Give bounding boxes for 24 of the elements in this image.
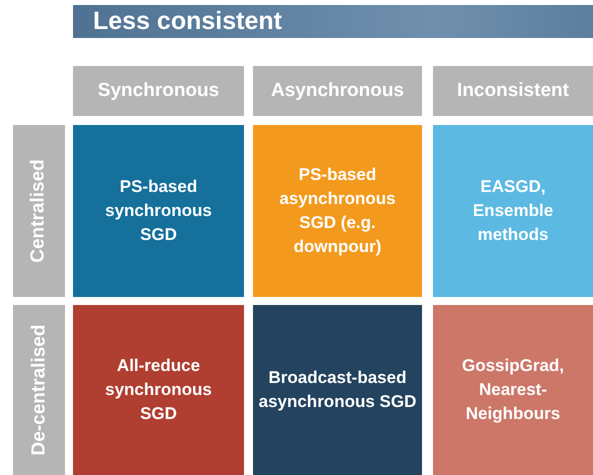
column-label: Asynchronous [270,80,404,102]
cell-label: EASGD, Ensemble methods [472,176,554,246]
banner [73,5,593,38]
column-header [253,66,422,116]
row-header [13,305,65,475]
matrix-cell [253,125,422,297]
cell-label: Broadcast-based asynchronous SGD [258,367,418,413]
cell-label: PS-based asynchronous SGD (e.g. downpour) [278,164,397,258]
cell-label: PS-based synchronous SGD [104,176,213,246]
matrix-cell [433,125,593,297]
column-header [73,66,244,116]
matrix-cell [73,305,244,475]
cell-label: GossipGrad, Nearest-Neighbours [460,355,566,425]
matrix-cell [253,305,422,475]
row-label: De-centralised [28,324,50,456]
row-header [13,125,65,297]
column-label: Inconsistent [457,80,569,102]
banner-label: Less consistent [93,7,282,36]
cell-label: All-reduce synchronous SGD [104,355,213,425]
row-label: Centralised [28,159,50,263]
column-label: Synchronous [98,80,220,102]
matrix-cell [73,125,244,297]
column-header [433,66,593,116]
matrix-cell [433,305,593,475]
